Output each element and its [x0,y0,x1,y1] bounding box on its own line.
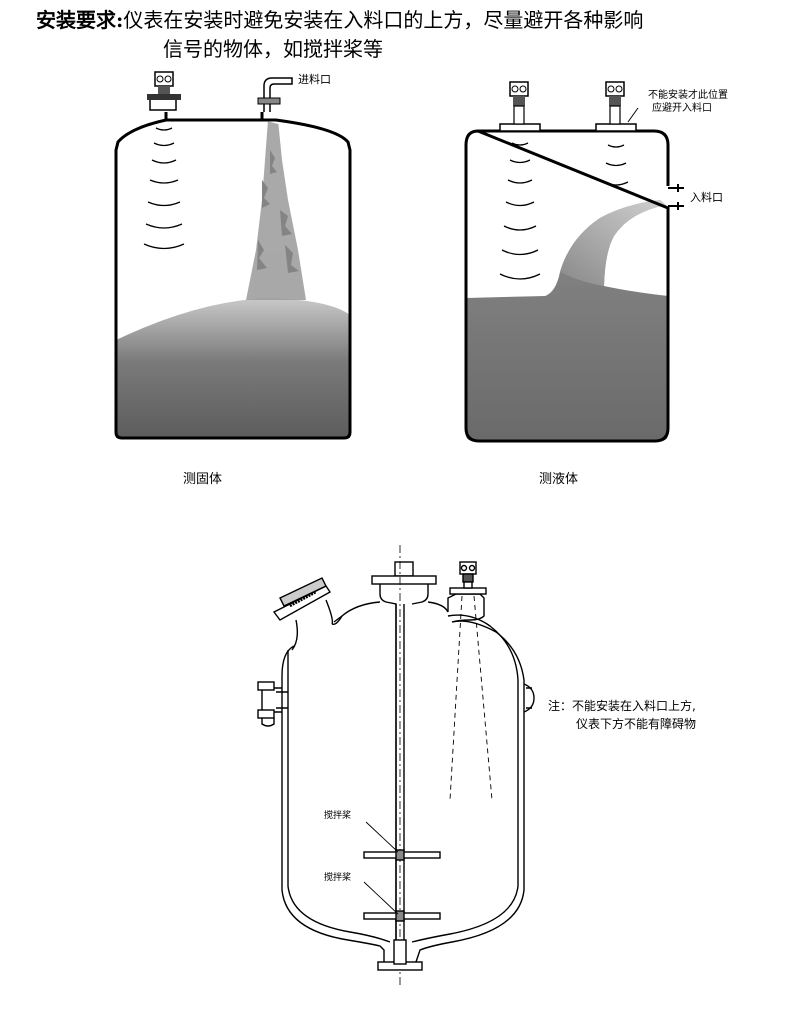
installation-requirements-heading: 安装要求:仪表在安装时避免安装在入料口的上方，尽量避开各种影响 信号的物体，如搅… [36,6,644,61]
side-outlet-nozzle [257,681,288,727]
solid-tank-outline [114,112,352,440]
misplaced-sensor-icon [595,81,637,132]
agitated-vessel-diagram [257,545,535,985]
liquid-inlet-pipe [668,184,684,210]
liquid-inlet-stream [560,200,666,286]
agitator-blade [363,910,441,922]
vessel-note-line1: 注：不能安装在入料口上方, [548,698,696,713]
radar-wave-signals [499,142,541,280]
manway-nozzle [272,577,343,651]
warning-line2: 应避开入料口 [652,101,712,114]
heading-line1: 仪表在安装时避免安装在入料口的上方，尽量避开各种影响 [123,8,644,32]
radar-wave-signals [143,127,185,250]
warning-line1: 不能安装才此位置 [648,88,728,101]
liquid-caption: 测液体 [539,472,579,487]
agitator-label-1: 搅拌桨 [324,809,351,821]
radar-wave-signals [603,144,629,186]
liquid-tank-diagram: 入料口 不能安装才此位置 应避开入料口 [464,81,728,443]
jacket-nozzle [523,683,535,713]
heading-line2: 信号的物体，如搅拌桨等 [163,37,383,61]
liquid-inlet-label: 入料口 [690,190,723,204]
liquid-tank-outline [464,129,670,443]
vessel-note-line2: 仪表下方不能有障碍物 [576,716,696,731]
heading-label: 安装要求: [36,8,124,32]
liquid-fill [466,200,668,441]
solid-material-heap [116,298,350,438]
sensor-nozzle [447,587,487,623]
solid-inlet-pipe [257,77,293,112]
solid-inlet-label: 进料口 [298,72,331,86]
solid-tank-diagram: 进料口 [114,71,352,440]
agitator-blade [363,849,441,861]
radar-level-sensor-icon [499,81,541,132]
solid-caption: 测固体 [183,472,223,487]
bottom-outlet [377,939,423,971]
agitator-label-2: 搅拌桨 [324,871,351,883]
falling-solids-stream [246,120,306,300]
radar-beam [449,595,493,801]
radar-level-sensor-icon [147,71,181,100]
radar-level-sensor-icon [459,561,477,589]
